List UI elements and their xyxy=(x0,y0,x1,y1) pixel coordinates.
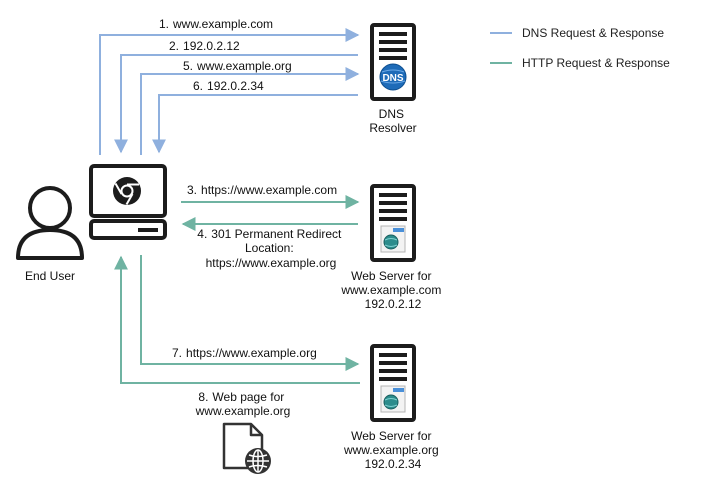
dns-request-arrow-5 xyxy=(140,67,360,155)
web-server-icon xyxy=(370,344,416,422)
legend-http-label: HTTP Request & Response xyxy=(522,56,670,70)
step-1-label: 1.www.example.com xyxy=(159,17,273,31)
step-5-label: 5.www.example.org xyxy=(183,59,292,73)
dns-response-arrow-6 xyxy=(152,94,358,154)
step-6-label: 6.192.0.2.34 xyxy=(193,79,264,93)
dns-response-arrow-2 xyxy=(114,54,358,154)
web-server-com-label: Web Server for www.example.com 192.0.2.1… xyxy=(340,269,444,311)
web-page-globe-icon xyxy=(380,225,406,253)
dns-resolver-label: DNS Resolver xyxy=(369,107,416,135)
step-2-label: 2.192.0.2.12 xyxy=(169,39,240,53)
step-7-label: 7.https://www.example.org xyxy=(172,346,317,360)
step-labels: 1.www.example.com 2.192.0.2.12 5.www.exa… xyxy=(159,17,344,418)
legend-dns-label: DNS Request & Response xyxy=(522,26,664,40)
http-request-arrow-7 xyxy=(140,255,360,371)
web-page-globe-icon xyxy=(380,385,406,413)
legend: DNS Request & Response HTTP Request & Re… xyxy=(490,26,670,70)
step-3-label: 3.https://www.example.com xyxy=(187,183,337,197)
web-server-icon xyxy=(370,184,416,262)
web-server-org-label: Web Server for www.example.org 192.0.2.3… xyxy=(343,429,442,471)
user-icon xyxy=(16,186,84,260)
http-response-arrow-8 xyxy=(114,255,360,384)
dns-request-arrow-1 xyxy=(99,28,360,155)
web-document-icon xyxy=(222,422,271,474)
step-4-label: 4.301 Permanent Redirect Location: https… xyxy=(197,227,344,270)
http-arrows xyxy=(114,195,360,384)
end-user-label: End User xyxy=(25,269,75,283)
dns-server-icon: DNS xyxy=(370,23,416,101)
dns-badge-text: DNS xyxy=(382,73,403,84)
dns-arrows xyxy=(99,28,360,155)
chrome-logo-icon xyxy=(113,177,141,205)
step-8-label: 8.Web page for www.example.org xyxy=(195,390,291,418)
computer-chrome-icon xyxy=(89,164,167,240)
